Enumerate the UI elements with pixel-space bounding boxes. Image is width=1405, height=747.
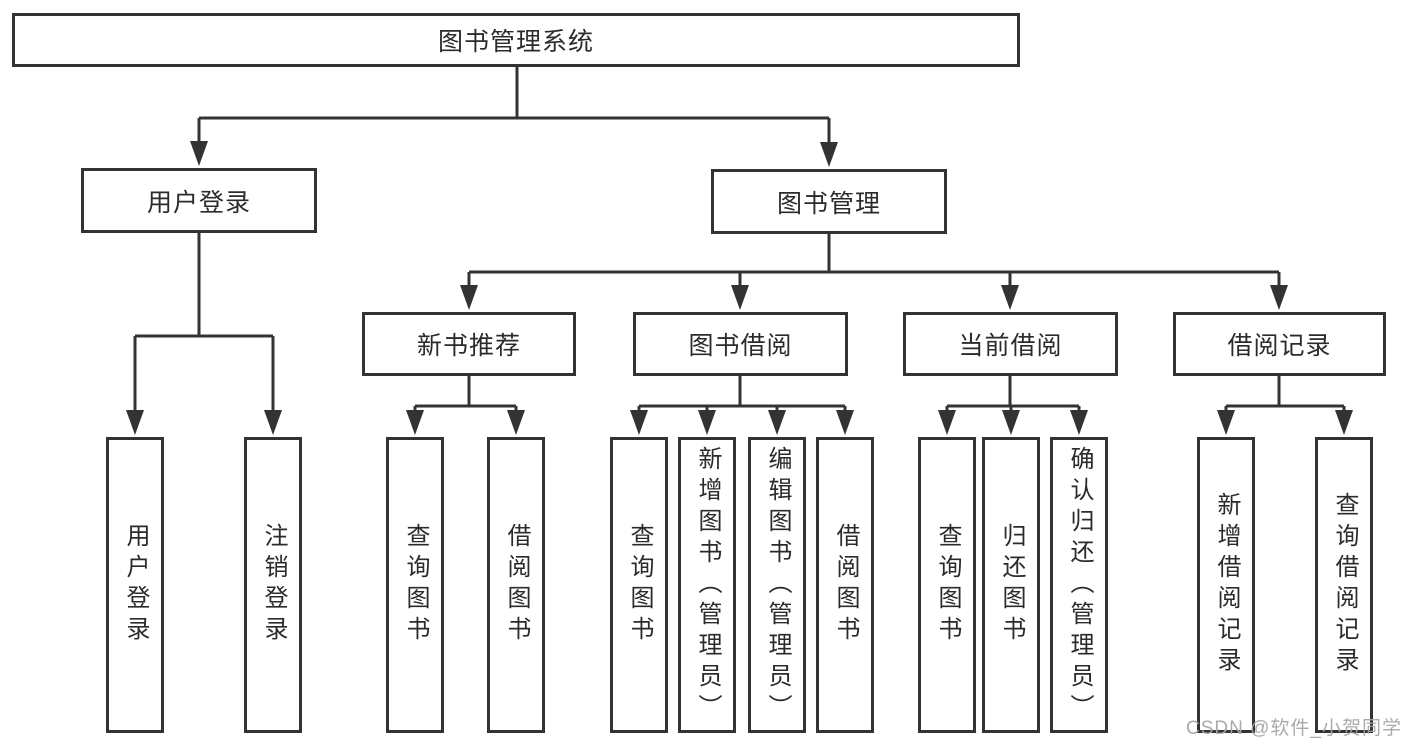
leaf-confirm-return-admin: 确认归还（管理员） xyxy=(1050,437,1108,733)
node-borrowing-records: 借阅记录 xyxy=(1173,312,1386,376)
leaf-return-books: 归还图书 xyxy=(982,437,1040,733)
leaf-add-book-admin: 新增图书（管理员） xyxy=(678,437,736,733)
leaf-query-books-borrowing: 查询图书 xyxy=(610,437,668,733)
node-book-management: 图书管理 xyxy=(711,169,947,234)
node-library-system-root: 图书管理系统 xyxy=(12,13,1020,67)
leaf-add-borrow-record: 新增借阅记录 xyxy=(1197,437,1255,733)
leaf-logout: 注销登录 xyxy=(244,437,302,733)
leaf-user-login: 用户登录 xyxy=(106,437,164,733)
node-current-borrowing: 当前借阅 xyxy=(903,312,1118,376)
leaf-borrow-books-recommend: 借阅图书 xyxy=(487,437,545,733)
watermark: CSDN @软件_小贺同学 xyxy=(1186,718,1402,739)
node-book-borrowing: 图书借阅 xyxy=(633,312,848,376)
node-new-book-recommend: 新书推荐 xyxy=(362,312,576,376)
node-user-login: 用户登录 xyxy=(81,168,317,233)
leaf-edit-book-admin: 编辑图书（管理员） xyxy=(748,437,806,733)
leaf-query-books-recommend: 查询图书 xyxy=(386,437,444,733)
leaf-query-books-current: 查询图书 xyxy=(918,437,976,733)
leaf-borrow-books-borrowing: 借阅图书 xyxy=(816,437,874,733)
leaf-query-borrow-record: 查询借阅记录 xyxy=(1315,437,1373,733)
